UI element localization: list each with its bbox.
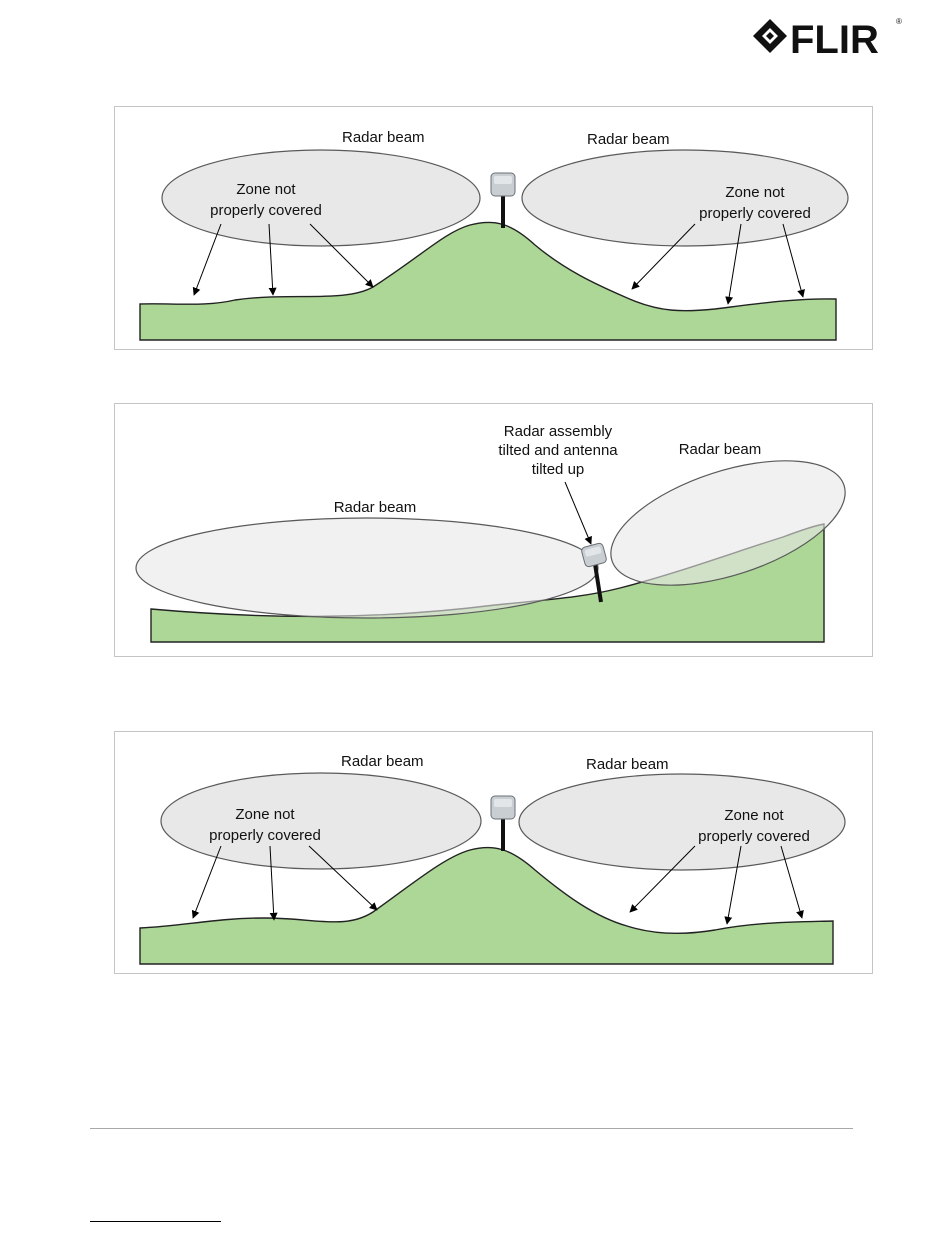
zone-left-label-line1: Zone not [236,181,296,198]
radar-beam-left-label: Radar beam [334,499,417,516]
zone-right-label-line2: properly covered [699,205,811,222]
footer-divider [90,1128,853,1129]
footnote-separator [90,1221,221,1222]
flir-logo-mark [753,19,787,53]
radar-unit [491,173,515,196]
flir-registered-mark: ® [896,17,902,26]
zone-right-label-line1: Zone not [724,807,784,824]
radar-beam-left-label: Radar beam [341,753,424,770]
radar-beam-left-label: Radar beam [342,129,425,146]
flir-logo-wordmark: FLIR [790,18,879,62]
zone-left-label-line2: properly covered [210,202,322,219]
zone-left-label-line1: Zone not [235,806,295,823]
radar-beam-left [162,150,480,246]
zone-left-label-line2: properly covered [209,827,321,844]
figure-3-panel: Radar beam Radar beam Zone not properly … [114,731,873,974]
figure-2-panel: Radar beam Radar beam Radar assembly til… [114,403,873,657]
radar-beam-left [136,518,598,618]
zone-right-label-line2: properly covered [698,828,810,845]
figure-1-panel: Radar beam Radar beam Zone not properly … [114,106,873,350]
radar-unit [491,796,515,819]
radar-beam-right [519,774,845,870]
note-arrow [565,482,591,544]
radar-beam-right-label: Radar beam [679,441,762,458]
radar-beam-right-label: Radar beam [587,131,670,148]
note-radar-assembly-line3: tilted up [532,461,585,478]
radar-beam-right-label: Radar beam [586,756,669,773]
radar-beam-left [161,773,481,869]
note-radar-assembly-line1: Radar assembly [504,423,613,440]
zone-right-label-line1: Zone not [725,184,785,201]
flir-logo: FLIR ® [748,8,904,64]
note-radar-assembly-line2: tilted and antenna [498,442,618,459]
radar-unit [581,542,607,567]
radar-beam-right [522,150,848,246]
